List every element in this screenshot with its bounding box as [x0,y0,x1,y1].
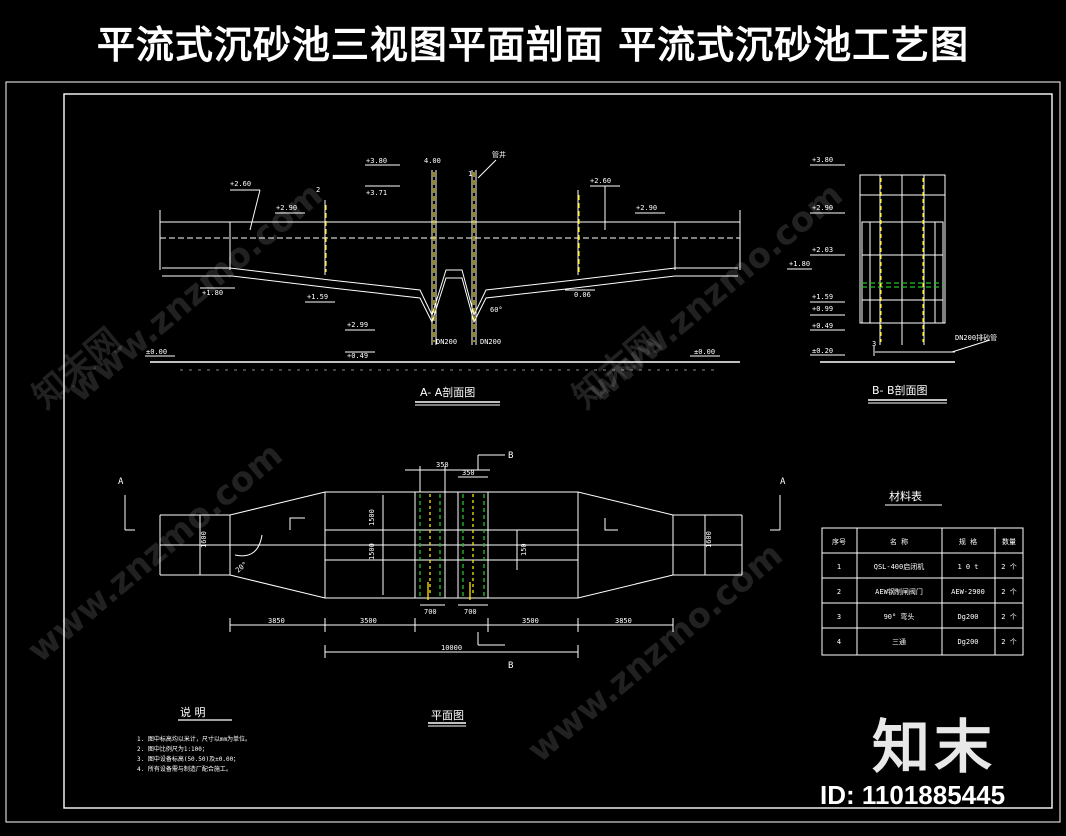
materials-cell: 2 个 [1001,563,1016,571]
materials-cell: 1 [837,563,841,571]
aa-elev-299: +2.99 [347,321,368,329]
aa-elev-290-r: +2.90 [636,204,657,212]
aa-dn-left: DN200 [436,338,457,346]
notes-line: 2. 图中比例尺为1:100； [137,745,208,753]
plan-cut-a-left: A [118,477,124,487]
aa-angle: 60° [490,306,503,314]
aa-elev-000-r: ±0.00 [694,348,715,356]
bb-elev-020: ±0.20 [812,347,833,355]
outer-frame [5,81,1061,823]
materials-title: 材料表 [889,489,922,503]
materials-cell: 4 [837,638,841,646]
bb-elev-380: +3.80 [812,156,833,164]
aa-elev-260-r: +2.60 [590,177,611,185]
materials-header: 数量 [1002,537,1016,546]
bb-elev-159: +1.59 [812,293,833,301]
plan-dim-1600-r: 1600 [705,531,713,548]
aa-elev-260-l: +2.60 [230,180,251,188]
section-aa-yellow [325,172,580,342]
aa-elev-380: +3.80 [366,157,387,165]
plan-dim-1600-l: 1600 [200,531,208,548]
bb-dn-label: DN200排砂管 [955,333,997,342]
plan-colored [419,494,485,600]
bb-elev-203: +2.03 [812,246,833,254]
materials-cell: 2 [837,588,841,596]
section-bb [787,164,991,404]
plan-dim-350-b: 350 [462,469,475,477]
aa-dn-right: DN200 [480,338,501,346]
page-banner: 平流式沉砂池三视图平面剖面 平流式沉砂池工艺图 [0,0,1066,82]
plan-dim-700-r: 700 [464,608,477,616]
aa-mark-1: 1 [468,170,472,178]
plan-dim-700-l: 700 [424,608,437,616]
section-bb-colored [862,178,943,342]
materials-cell: 三通 [892,637,906,646]
materials-cell: 90° 弯头 [884,612,915,621]
plan-angle-20: 20° [234,560,249,574]
notes-title: 说 明 [180,705,206,719]
plan-dim-3850-l: 3850 [268,617,285,625]
plan-dim-3500-l: 3500 [360,617,377,625]
aa-elev-159: +1.59 [307,293,328,301]
section-aa [145,159,741,406]
aa-elev-180: +1.80 [202,289,223,297]
aa-elev-049: +0.49 [347,352,368,360]
materials-header: 规 格 [959,537,977,546]
aa-elev-290-l: +2.90 [276,204,297,212]
plan-view [124,454,781,727]
materials-table [821,527,1024,656]
materials-header: 序号 [832,537,846,546]
materials-cell: Dg200 [957,638,978,646]
bb-elev-180: +1.80 [789,260,810,268]
banner-title: 平流式沉砂池三视图平面剖面 平流式沉砂池工艺图 [96,22,970,67]
plan-dim-3850-r: 3850 [615,617,632,625]
aa-elev-000-l: ±0.00 [146,348,167,356]
plan-cut-a-right: A [780,477,786,487]
materials-cell: Dg200 [957,613,978,621]
bb-elev-290: +2.90 [812,204,833,212]
materials-cell: QSL-400启闭机 [874,562,925,571]
image-id: ID: 1101885445 [820,780,1006,810]
plan-cut-b-bottom: B [508,661,513,671]
bb-elev-049: +0.49 [812,322,833,330]
materials-cell: 2 个 [1001,638,1016,646]
materials-cell: 1 0 t [957,563,978,571]
aa-title: A- A剖面图 [420,385,475,399]
notes-line: 4. 所有设备需与制造厂配合施工。 [137,765,232,773]
notes-line: 1. 图中标高均以米计，尺寸以mm为单位。 [137,735,251,743]
plan-dim-3500-r: 3500 [522,617,539,625]
plan-title: 平面图 [431,709,464,722]
notes-line: 3. 图中设备标高(50.50)及±0.00； [137,755,239,763]
inner-frame [63,93,1053,809]
plan-dim-350-a: 350 [436,461,449,469]
materials-cell: AEW-2900 [951,588,985,596]
aa-elev-400: 4.00 [424,157,441,165]
bb-title: B- B剖面图 [872,383,928,397]
plan-dim-1500-bot: 1500 [368,543,376,560]
aa-pipe-label: 管井 [492,150,506,159]
aa-elev-371: +3.71 [366,189,387,197]
plan-dim-total: 10000 [441,644,462,652]
materials-cell: 3 [837,613,841,621]
aa-mark-2: 2 [316,186,320,194]
bb-mark-3: 3 [872,340,876,348]
plan-cut-b-top: B [508,451,513,461]
materials-cell: AEW钢制闸阀门 [875,587,923,596]
plan-dim-150: 150 [520,543,528,556]
plan-dim-1500-top: 1500 [368,509,376,526]
brand-logo: 知末 [872,713,997,781]
aa-elev-006: 0.06 [574,291,591,299]
materials-cell: 2 个 [1001,613,1016,621]
bb-elev-099: +0.99 [812,305,833,313]
materials-header: 名 称 [890,537,908,546]
materials-cell: 2 个 [1001,588,1016,596]
